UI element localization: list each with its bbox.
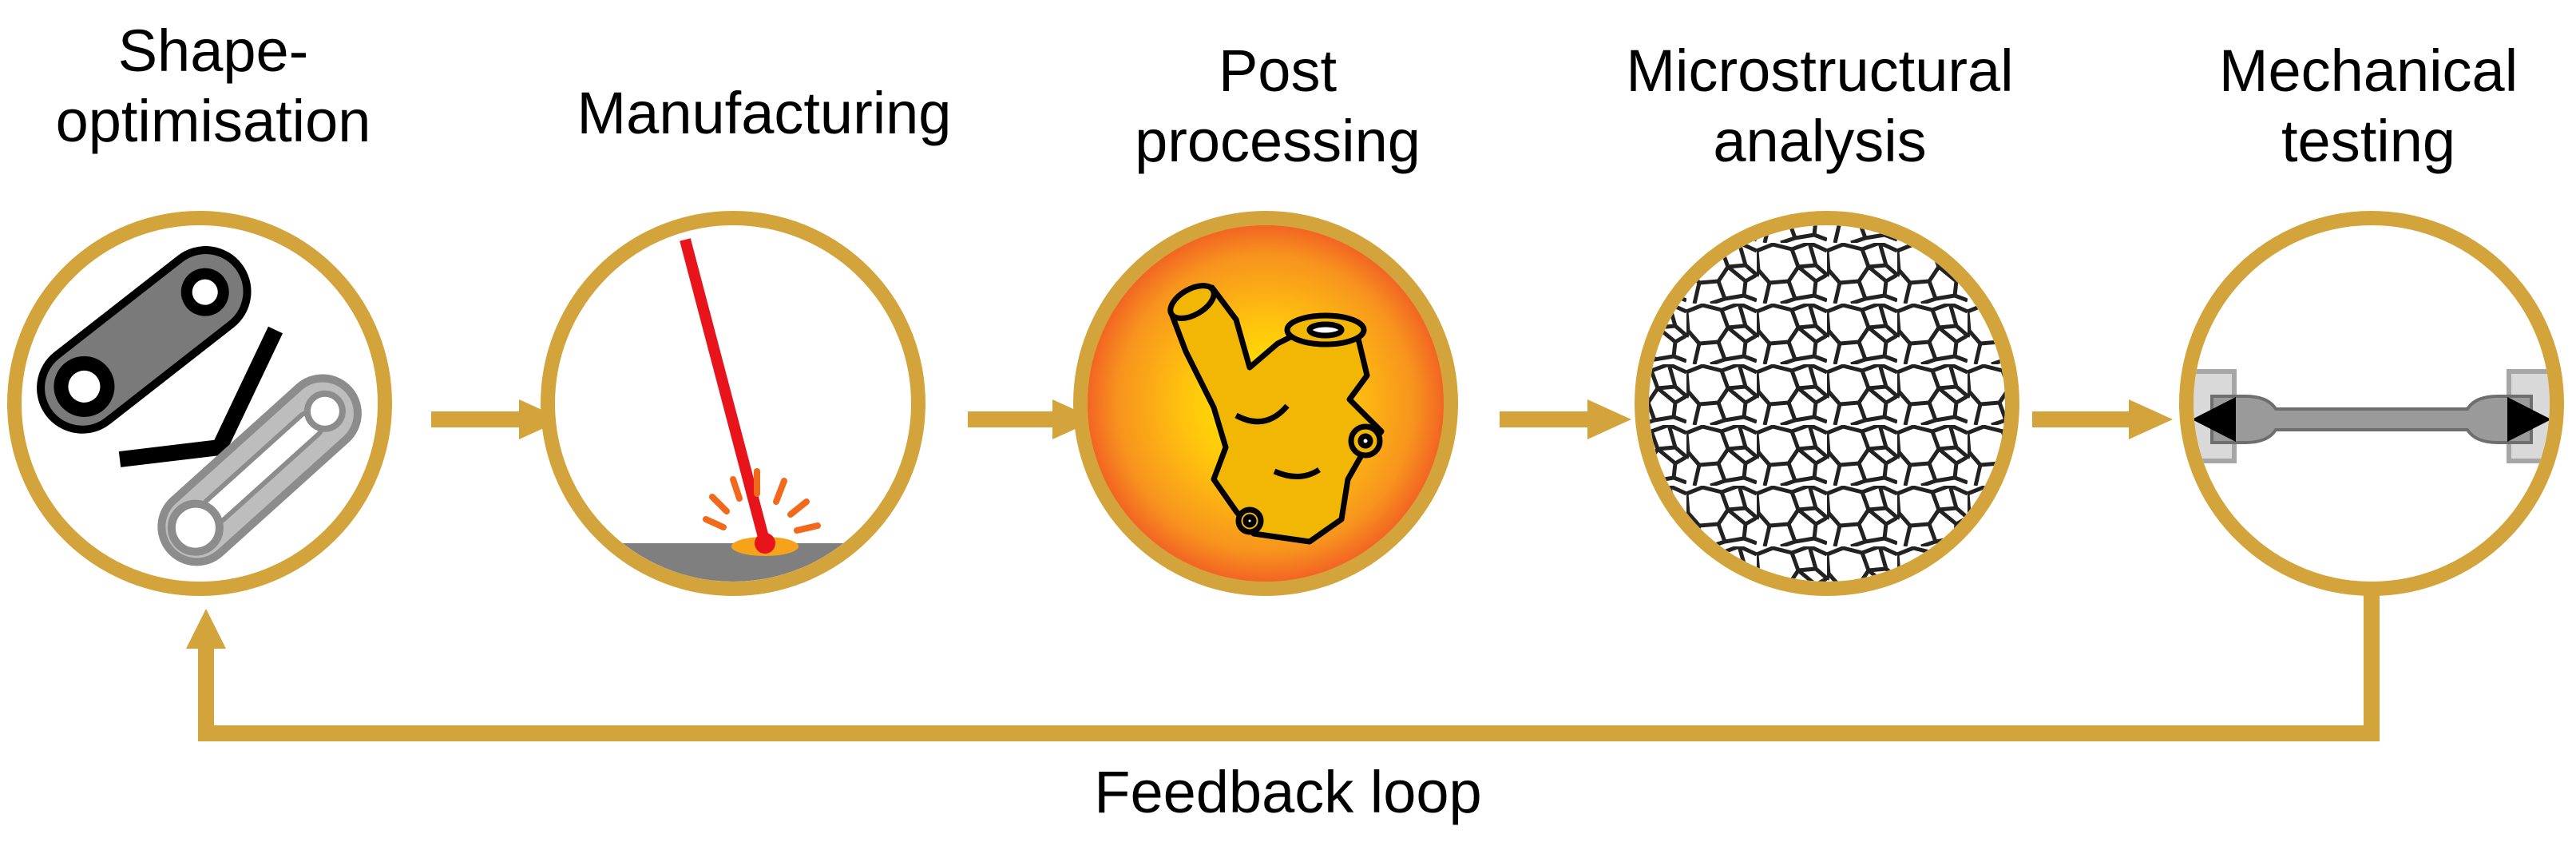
- feedback-loop-arrow: [186, 587, 2380, 741]
- grain-structure-icon: [1649, 225, 2005, 582]
- heated-part-icon: [1167, 283, 1385, 545]
- flow-arrow-3: [1500, 399, 1631, 439]
- flow-arrow-4: [2032, 399, 2173, 439]
- stage-label-mechanical-testing: Mechanical testing: [2218, 38, 2519, 174]
- stage-circle-shape-optimisation: [7, 211, 392, 596]
- stage-label-shape-optimisation: Shape- optimisation: [55, 18, 371, 154]
- stage-circle-microstructural-analysis: [1635, 211, 2019, 596]
- stage-circle-manufacturing: [541, 211, 925, 596]
- flow-arrow-1: [431, 399, 563, 439]
- stage-circle-mechanical-testing: [2179, 211, 2564, 596]
- stage-label-microstructural-analysis: Microstructural analysis: [1626, 38, 2014, 174]
- feedback-loop-label: Feedback loop: [1094, 759, 1482, 825]
- stage-circle-post-processing: [1073, 211, 1458, 596]
- stage-label-post-processing: Post processing: [1135, 38, 1421, 174]
- tensile-specimen-icon: [2194, 369, 2550, 463]
- link-parts-icon: [37, 246, 362, 566]
- spark-marks: [703, 468, 821, 534]
- stage-label-manufacturing: Manufacturing: [577, 80, 952, 146]
